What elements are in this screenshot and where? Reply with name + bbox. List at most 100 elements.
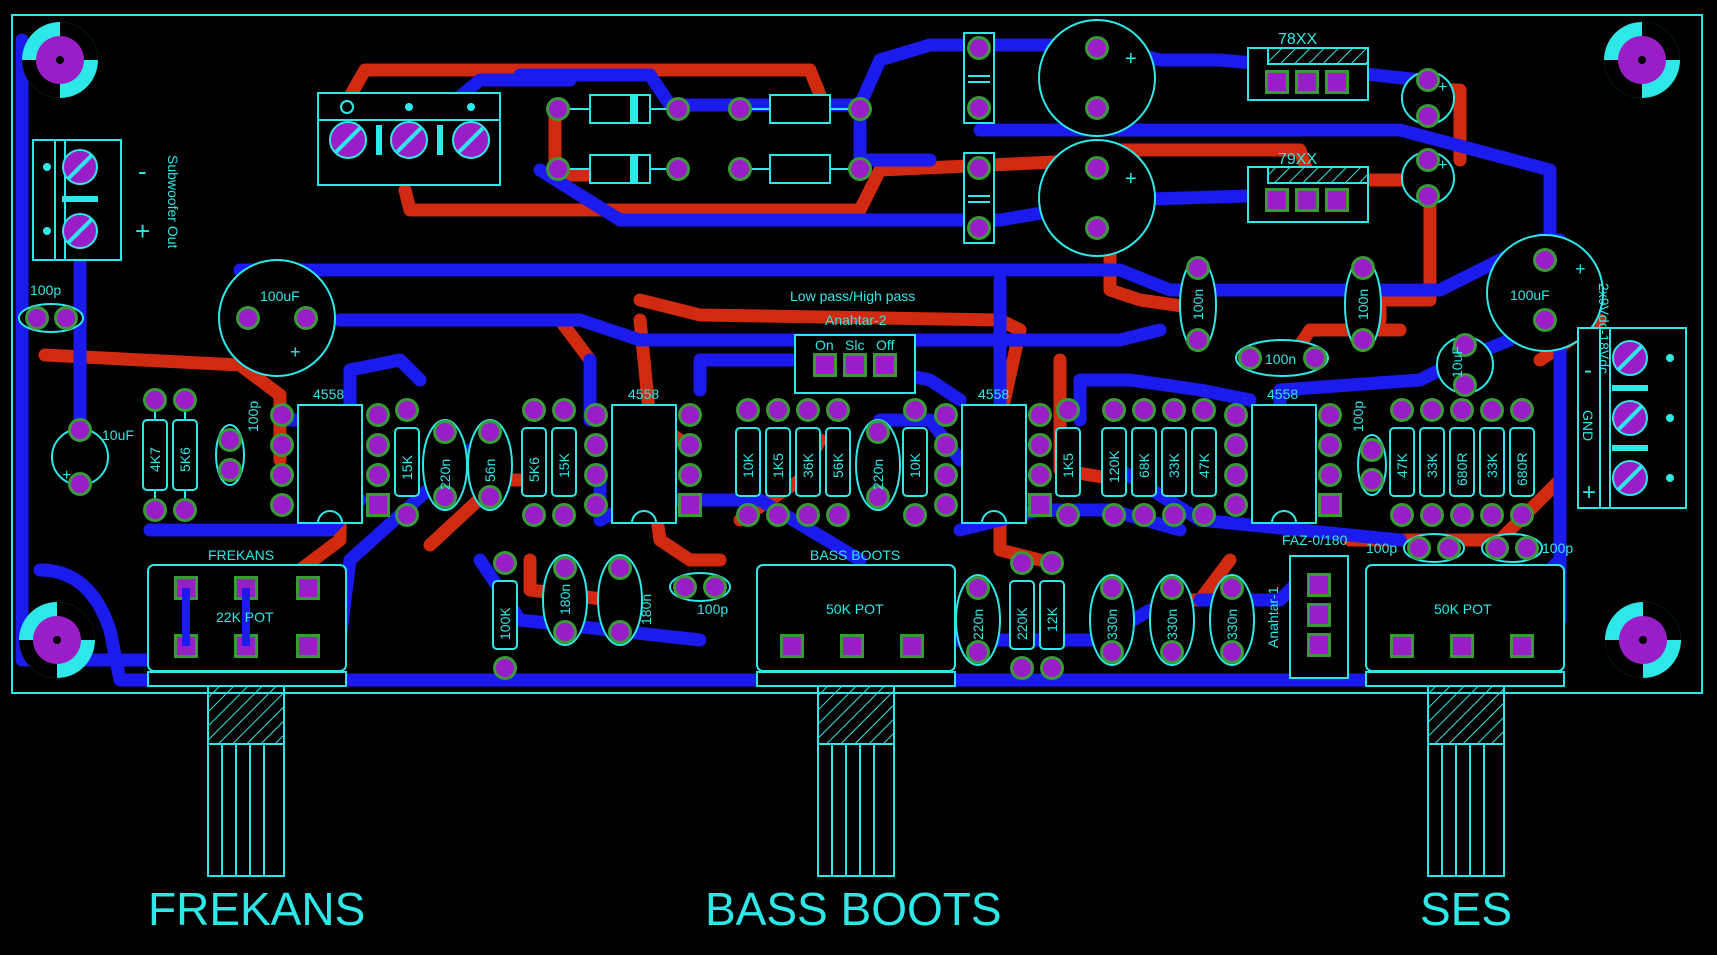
mounting-hole-bottom-right	[1605, 602, 1681, 678]
label-bass-boots: BASS BOOTS	[705, 883, 1002, 935]
ic-4558-1-label: 4558	[313, 386, 344, 402]
cap-330n-2	[1149, 574, 1195, 666]
resistor-680r-2	[1509, 398, 1535, 527]
cap-220n-2-label: 220n	[870, 459, 886, 490]
resistor-15k-1	[394, 398, 420, 527]
cap-100uf-left: +	[218, 259, 336, 377]
regulator-79xx	[1247, 166, 1369, 223]
svg-text:+: +	[62, 467, 71, 484]
resistor-680r-1	[1449, 398, 1475, 527]
cap-100p-right-1	[1403, 533, 1465, 563]
resistor-220k-label: 220K	[1014, 607, 1030, 640]
cap-100p-ic1-label: 100p	[245, 401, 261, 432]
resistor-33k-2-label: 33K	[1424, 452, 1440, 478]
cap-220n-3-label: 220n	[970, 609, 986, 640]
resistor-5k6-2	[521, 398, 547, 527]
resistor-4k7-label: 4K7	[147, 447, 163, 472]
cap-10uf-right-label: 10uF	[1449, 346, 1465, 378]
svg-text:+: +	[1575, 259, 1586, 279]
cap-100uf-left-label: 100uF	[260, 288, 300, 304]
mounting-hole-top-right	[1604, 22, 1680, 98]
pot-bass-value: 50K POT	[826, 601, 884, 617]
cap-100n-1-label: 100n	[1190, 289, 1206, 320]
ic-4558-3	[934, 403, 1052, 524]
cap-100p-right-2-label: 100p	[1542, 540, 1573, 556]
faz-label: FAZ-0/180	[1282, 532, 1348, 548]
resistor-1k5-2-label: 1K5	[1060, 453, 1076, 478]
regulator-78xx	[1247, 47, 1369, 101]
film-caps-power	[963, 32, 995, 244]
resistor-680r-2-label: 680R	[1514, 453, 1530, 486]
resistor-10k-2	[902, 398, 928, 527]
cap-330n-3-label: 330n	[1224, 609, 1240, 640]
resistor-5k6-2-label: 5K6	[526, 457, 542, 482]
resistor-1k5-1	[765, 398, 791, 527]
resistor-100k-label: 100K	[497, 607, 513, 640]
regulator-78xx-label: 78XX	[1278, 31, 1317, 48]
cap-56n-label: 56n	[482, 459, 498, 482]
cap-220n-2	[855, 419, 901, 511]
cap-100p-mid-label: 100p	[697, 601, 728, 617]
resistor-15k-2-label: 15K	[556, 452, 572, 478]
cap-330n-1	[1089, 574, 1135, 666]
cap-100p-left-label: 100p	[30, 282, 61, 298]
cap-100p-ic4	[1357, 434, 1387, 496]
resistor-10k-1-label: 10K	[740, 452, 756, 478]
resistor-47k-2-label: 47K	[1394, 452, 1410, 478]
cap-100p-left	[18, 303, 84, 333]
pot-frekans-value: 22K POT	[216, 609, 274, 625]
power-label: 2x9Vdc-18Vdc	[1596, 283, 1612, 374]
resistor-5k6-left-label: 5K6	[177, 447, 193, 472]
resistor-47k-2	[1389, 398, 1415, 527]
switch1-label: Anahtar-1	[1265, 586, 1281, 648]
pot-frekans-header: FREKANS	[208, 547, 274, 563]
cap-100p-right-2	[1481, 533, 1543, 563]
resistor-15k-1-label: 15K	[399, 454, 415, 480]
label-frekans: FREKANS	[148, 883, 365, 935]
resistor-120k-label: 120K	[1106, 450, 1122, 483]
power-plus: +	[1582, 479, 1596, 506]
switch2-label: Anahtar-2	[825, 312, 887, 328]
svg-text:+: +	[1438, 79, 1447, 96]
cap-180n-1	[542, 554, 588, 646]
cap-100p-mid	[669, 572, 731, 602]
cap-330n-2-label: 330n	[1164, 609, 1180, 640]
resistor-12k	[1039, 551, 1065, 680]
svg-text:+: +	[290, 342, 301, 362]
cap-180n-2-label: 180n	[638, 594, 654, 625]
resistor-68k	[1131, 398, 1157, 527]
cap-180n-2	[597, 554, 643, 646]
resistor-33k-1	[1161, 398, 1187, 527]
cap-100p-right-1-label: 100p	[1366, 540, 1397, 556]
reg-output-caps: + +	[1401, 68, 1455, 208]
resistor-120k	[1101, 398, 1127, 527]
resistor-47k-1-label: 47K	[1196, 452, 1212, 478]
resistor-10k-2-label: 10K	[907, 452, 923, 478]
label-ses: SES	[1420, 883, 1512, 935]
cap-100p-ic4-label: 100p	[1350, 401, 1366, 432]
ic-4558-4	[1224, 403, 1342, 524]
switch2-off: Off	[876, 337, 895, 353]
cap-100n-3	[1235, 339, 1329, 377]
resistor-36k-label: 36K	[800, 452, 816, 478]
cap-10uf-left-label: 10uF	[102, 427, 134, 443]
resistor-33k-3-label: 33K	[1484, 452, 1500, 478]
ic-4558-2	[584, 403, 702, 524]
cap-100uf-right-label: 100uF	[1510, 287, 1550, 303]
pot-bass-boots	[756, 564, 956, 877]
switch2-on: On	[815, 337, 834, 353]
cap-10uf-right	[1436, 333, 1494, 397]
ic-4558-3-label: 4558	[978, 386, 1009, 402]
lowpass-label: Low pass/High pass	[790, 288, 915, 304]
resistor-33k-2	[1419, 398, 1445, 527]
cap-56n	[467, 419, 513, 511]
cap-330n-1-label: 330n	[1104, 609, 1120, 640]
resistor-15k-2	[551, 398, 577, 527]
resistor-1k5-2	[1055, 398, 1081, 527]
cap-180n-1-label: 180n	[557, 584, 573, 615]
mounting-hole-top-left	[22, 22, 98, 98]
subwoofer-plus: +	[135, 216, 150, 246]
mounting-hole-bottom-left	[19, 602, 95, 678]
switch-anahtar-1	[1289, 555, 1349, 679]
pot-bass-header: BASS BOOTS	[810, 547, 900, 563]
